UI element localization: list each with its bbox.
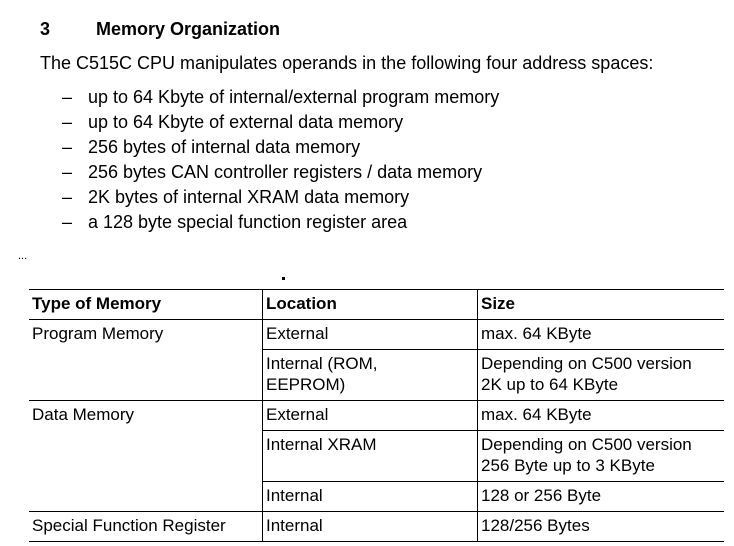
bullet-dash: –	[62, 187, 73, 207]
section-number: 3	[40, 19, 51, 39]
header-size: Size	[477, 289, 724, 320]
table-row: Internal (ROM,EEPROM) Depending on C500 …	[29, 349, 724, 401]
list-item-text: 256 bytes CAN controller registers / dat…	[88, 162, 483, 182]
intro-paragraph: The C515C CPU manipulates operands in th…	[40, 53, 654, 73]
bullet-dash: –	[62, 137, 73, 157]
cell-location: Internal XRAM	[262, 430, 478, 482]
list-item: –a 128 byte special function register ar…	[62, 211, 499, 236]
list-item-text: a 128 byte special function register are…	[88, 212, 408, 232]
list-item: –up to 64 Kbyte of external data memory	[62, 111, 499, 136]
cell-size: max. 64 KByte	[477, 319, 724, 350]
cell-size: max. 64 KByte	[477, 400, 724, 431]
cell-location: Internal	[262, 481, 478, 512]
list-item: –up to 64 Kbyte of internal/external pro…	[62, 86, 499, 111]
bullet-dash: –	[62, 162, 73, 182]
list-item: –2K bytes of internal XRAM data memory	[62, 186, 499, 211]
section-title: Memory Organization	[96, 19, 281, 39]
memory-table: Type of Memory Location Size Program Mem…	[29, 289, 724, 542]
bullet-dash: –	[62, 212, 73, 232]
table-row: Program Memory External max. 64 KByte	[29, 319, 724, 401]
list-item: –256 bytes of internal data memory	[62, 136, 499, 161]
list-item-text: 256 bytes of internal data memory	[88, 137, 361, 157]
table-row: Data Memory External max. 64 KByte	[29, 400, 724, 512]
list-item-text: up to 64 Kbyte of external data memory	[88, 112, 404, 132]
section-heading: 3 Memory Organization	[40, 18, 280, 40]
omission-ellipsis: ...	[18, 250, 28, 262]
list-item-text: 2K bytes of internal XRAM data memory	[88, 187, 410, 207]
cell-location: Internal	[262, 511, 478, 542]
cell-type: Data Memory	[29, 400, 263, 512]
table-header-row: Type of Memory Location Size	[29, 289, 724, 320]
address-space-list: –up to 64 Kbyte of internal/external pro…	[62, 86, 499, 236]
cell-location: Internal (ROM,EEPROM)	[262, 349, 478, 401]
list-item-text: up to 64 Kbyte of internal/external prog…	[88, 87, 500, 107]
list-item: –256 bytes CAN controller registers / da…	[62, 161, 499, 186]
header-type-of-memory: Type of Memory	[29, 289, 263, 320]
cell-size: 128 or 256 Byte	[477, 481, 724, 512]
cell-type: Special Function Register	[29, 511, 263, 542]
table-row: Internal 128 or 256 Byte	[29, 481, 724, 512]
bullet-dash: –	[62, 112, 73, 132]
stray-dot	[282, 277, 285, 280]
header-location: Location	[262, 289, 478, 320]
table-row: Special Function Register Internal 128/2…	[29, 511, 724, 542]
cell-type: Program Memory	[29, 319, 263, 401]
cell-location: External	[262, 400, 478, 431]
cell-size: 128/256 Bytes	[477, 511, 724, 542]
bullet-dash: –	[62, 87, 73, 107]
cell-location: External	[262, 319, 478, 350]
